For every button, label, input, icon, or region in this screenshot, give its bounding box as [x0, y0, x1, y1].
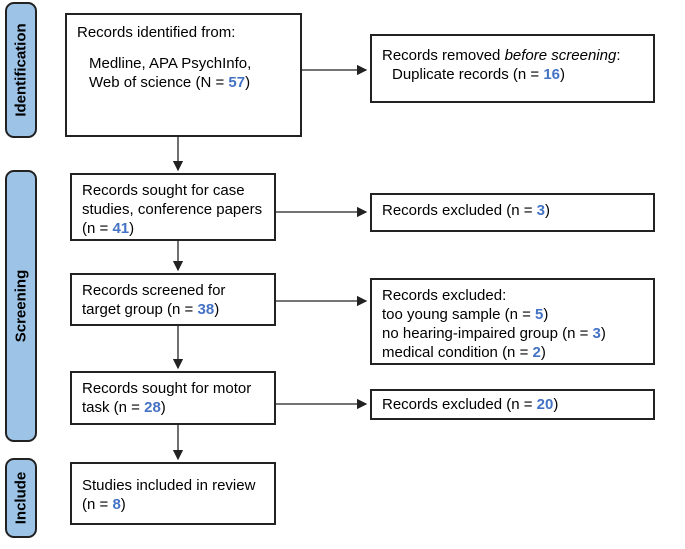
- duplicates-text: Duplicate records (n = 16): [392, 66, 566, 83]
- motor-task-box: Records sought for motor task (n = 28): [70, 371, 276, 425]
- records-sought-box: Records sought for case studies, confere…: [70, 173, 276, 241]
- records-excluded-box-3: Records excluded (n = 20): [370, 389, 655, 420]
- box-title: Records excluded:: [382, 287, 507, 304]
- phase-screening: Screening: [5, 170, 37, 442]
- records-screened-box: Records screened for target group (n = 3…: [70, 273, 276, 326]
- records-excluded-box-2: Records excluded: too young sample (n = …: [370, 278, 655, 365]
- phase-include: Include: [5, 458, 37, 538]
- reason: no hearing-impaired group (n = 3): [382, 325, 606, 342]
- box-title: Records identified from:: [77, 24, 236, 41]
- studies-included-box: Studies included in review (n = 8): [70, 462, 276, 525]
- sources-text: Medline, APA PsychInfo, Web of science (…: [89, 55, 252, 91]
- records-identified-box: Records identified from: Medline, APA Ps…: [65, 13, 302, 137]
- records-excluded-box-1: Records excluded (n = 3): [370, 193, 655, 232]
- phase-identification: Identification: [5, 2, 37, 138]
- removed-title: Records removed before screening:: [382, 47, 621, 64]
- reason: medical condition (n = 2): [382, 344, 546, 361]
- records-removed-box: Records removed before screening: Duplic…: [370, 34, 655, 103]
- reason: too young sample (n = 5): [382, 306, 549, 323]
